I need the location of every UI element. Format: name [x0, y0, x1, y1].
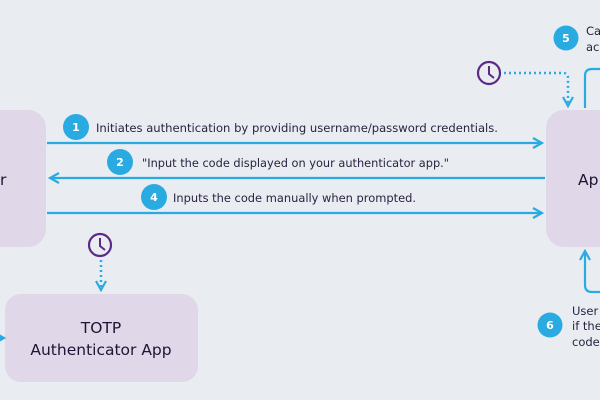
step-badge: [553, 25, 579, 51]
arrow-step-6: [585, 251, 600, 294]
step-2: 2 "Input the code displayed on your auth…: [107, 149, 449, 175]
step-badge: [141, 184, 167, 210]
step-text-line-1: User: [572, 304, 598, 318]
clock-icon: [87, 232, 113, 258]
step-badge: [537, 312, 563, 338]
step-text-line-3: code: [572, 335, 600, 349]
step-number: 4: [150, 191, 158, 204]
step-6: 6 User if the code: [537, 304, 600, 349]
step-1: 1 Initiates authentication by providing …: [63, 114, 498, 140]
totp-box-label-1: TOTP: [80, 319, 121, 337]
step-badge: [63, 114, 89, 140]
step-text-line-1: Ca: [586, 24, 600, 38]
step-text-line-2: ac: [586, 40, 599, 54]
step-number: 2: [116, 156, 124, 169]
dotted-arrow-app: [504, 71, 568, 106]
step-text-line-2: if the: [572, 319, 600, 333]
step-5: 5 Ca ac: [553, 24, 600, 54]
step-badge: [107, 149, 133, 175]
user-box-label: r: [0, 171, 7, 189]
step-text: "Input the code displayed on your authen…: [142, 156, 449, 170]
user-box: [0, 110, 46, 247]
step-number: 6: [546, 319, 554, 332]
totp-box-label-2: Authenticator App: [30, 341, 171, 359]
clock-icon: [476, 60, 502, 86]
step-4: 4 Inputs the code manually when prompted…: [141, 184, 416, 210]
step-text: Inputs the code manually when prompted.: [173, 191, 416, 205]
step-number: 5: [562, 32, 570, 45]
app-box: [546, 110, 600, 247]
totp-box: [5, 294, 198, 382]
step-number: 1: [72, 121, 80, 134]
app-box-label: Ap: [578, 171, 598, 189]
arrow-step-5: [583, 67, 600, 108]
step-text: Initiates authentication by providing us…: [96, 121, 498, 135]
